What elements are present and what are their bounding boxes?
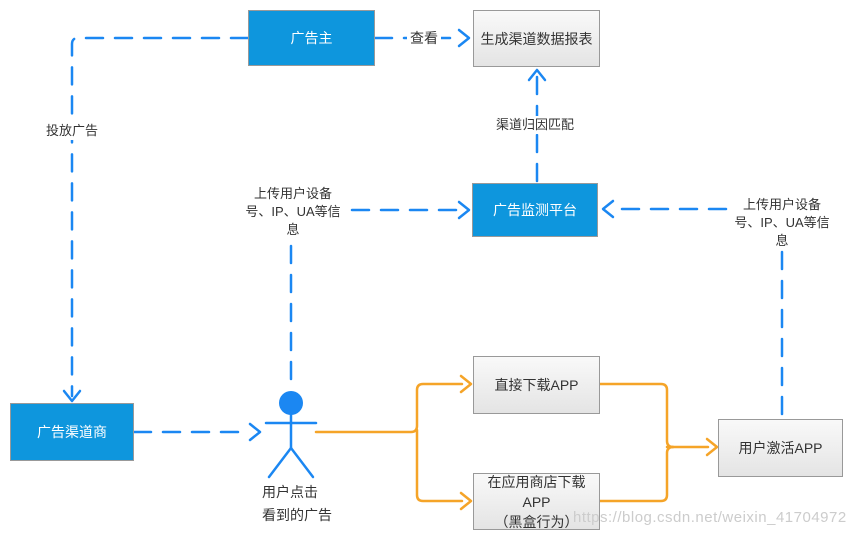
arrowhead-down-channel xyxy=(62,389,82,403)
node-store-download-label2: （黑盒行为） xyxy=(494,513,579,530)
edge-direct-to-activate xyxy=(598,382,675,449)
edge-label-user-click: 用户点击 看到的广告 xyxy=(262,481,332,527)
arrowhead-right-direct xyxy=(459,374,473,394)
node-direct-download: 直接下载APP xyxy=(473,356,600,414)
user-click-line2: 看到的广告 xyxy=(262,507,332,523)
upload-right-line3: 息 xyxy=(775,233,789,248)
upload-left-line1: 上传用户设备 xyxy=(253,186,332,201)
arrowhead-up-report xyxy=(527,68,547,82)
edge-label-place-ad: 投放广告 xyxy=(42,122,102,140)
edge-user-to-store xyxy=(415,428,464,503)
user-click-line1: 用户点击 xyxy=(262,484,318,500)
node-channel-label: 广告渠道商 xyxy=(37,424,107,440)
edge-store-to-activate xyxy=(598,445,675,503)
edge-label-attribution: 渠道归因匹配 xyxy=(492,116,578,134)
node-report: 生成渠道数据报表 xyxy=(473,10,600,67)
node-monitor-label: 广告监测平台 xyxy=(493,202,577,218)
node-advertiser: 广告主 xyxy=(248,10,375,66)
stick-figure-legs xyxy=(267,446,315,479)
stick-figure-head xyxy=(279,391,303,415)
edge-label-upload-left: 上传用户设备 号、IP、UA等信 息 xyxy=(245,185,340,239)
node-monitor: 广告监测平台 xyxy=(472,183,598,237)
upload-right-line2: 号、IP、UA等信 xyxy=(734,215,830,230)
node-advertiser-label: 广告主 xyxy=(290,30,333,46)
csdn-watermark: https://blog.csdn.net/weixin_41704972 xyxy=(573,509,847,526)
arrowhead-right-monitor xyxy=(457,200,471,220)
edge-advertiser-to-channel xyxy=(70,36,250,398)
node-activate: 用户激活APP xyxy=(718,419,843,477)
node-store-download-label: 在应用商店下载APP xyxy=(487,473,586,510)
node-report-label: 生成渠道数据报表 xyxy=(480,30,593,47)
user-stick-figure xyxy=(264,391,318,479)
arrowhead-left-monitor xyxy=(601,199,615,219)
upload-left-line2: 号、IP、UA等信 xyxy=(245,204,341,219)
node-activate-label: 用户激活APP xyxy=(738,440,823,456)
node-direct-download-label: 直接下载APP xyxy=(494,377,579,393)
arrowhead-right-report xyxy=(457,28,471,48)
node-channel: 广告渠道商 xyxy=(10,403,134,461)
upload-right-line1: 上传用户设备 xyxy=(742,197,821,212)
upload-left-line3: 息 xyxy=(286,222,300,237)
edge-label-view: 查看 xyxy=(407,29,441,47)
edge-label-upload-right: 上传用户设备 号、IP、UA等信 息 xyxy=(734,196,829,250)
edge-user-to-direct xyxy=(314,382,464,434)
node-store-download: 在应用商店下载APP （黑盒行为） xyxy=(473,473,600,530)
arrowhead-right-activate xyxy=(705,437,719,457)
arrowhead-right-store xyxy=(459,491,473,511)
arrowhead-right-user xyxy=(248,422,262,442)
